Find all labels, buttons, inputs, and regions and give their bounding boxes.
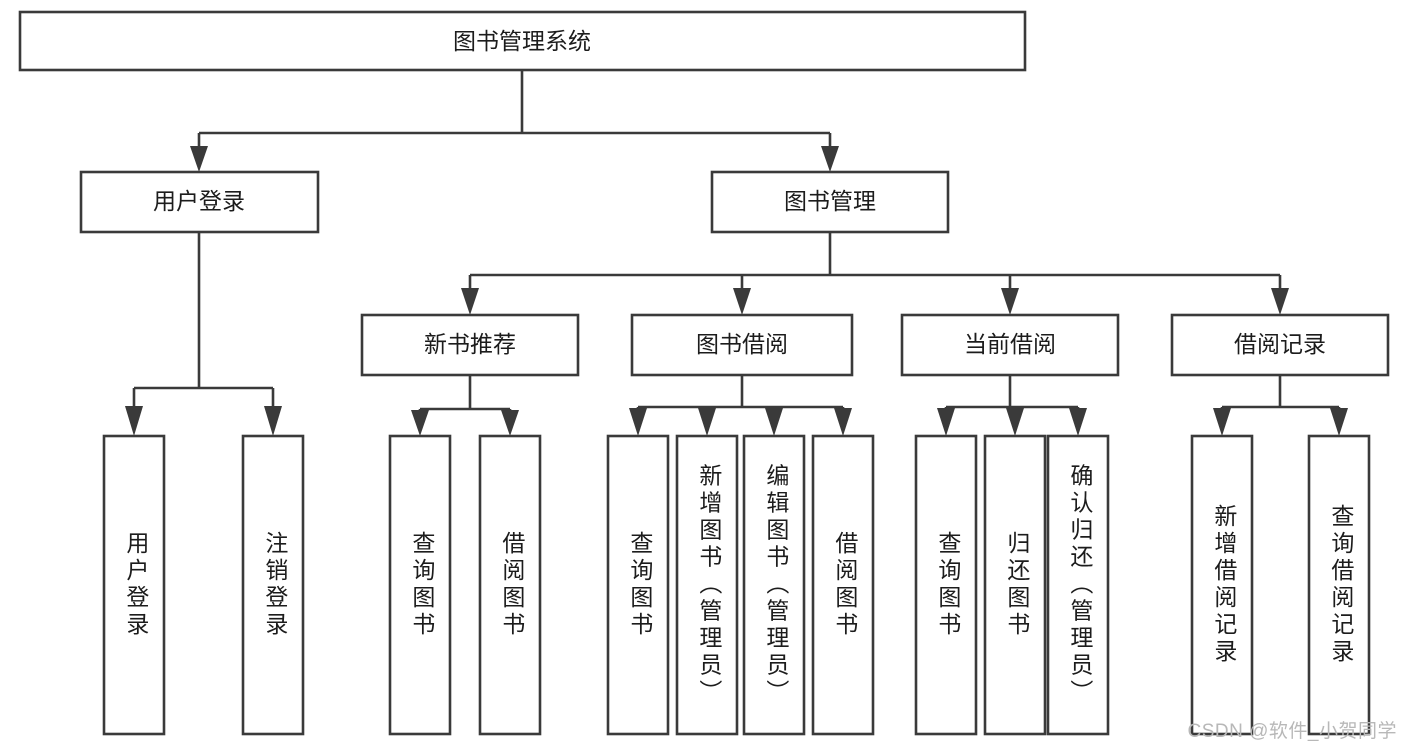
connector-group-new-book-recommend-to-leaves xyxy=(411,375,519,436)
node-borrow-record-box[interactable] xyxy=(1170,313,1390,377)
node-new-book-recommend-box[interactable] xyxy=(360,313,580,377)
leaf-edit-book-label: 编辑图书（管理员） xyxy=(763,464,790,707)
node-book-management-box[interactable] xyxy=(710,170,950,234)
connector-group-current-borrow-to-leaves xyxy=(937,375,1087,436)
node-user-login[interactable]: 用户登录 xyxy=(79,170,320,234)
arrow-head-borrow-record xyxy=(1271,288,1289,315)
node-new-book-recommend-label: 新书推荐 xyxy=(424,331,516,357)
connector-group-borrow-record-to-leaves xyxy=(1213,375,1348,436)
arrow-head-book-borrow xyxy=(733,288,751,315)
arrow-head-leaf-edit-book xyxy=(765,408,783,436)
node-user-login-box[interactable] xyxy=(79,170,320,234)
leaf-node-query-borrow-record[interactable]: 查询借阅记录 xyxy=(1307,434,1371,736)
leaf-query-book-3-box[interactable] xyxy=(914,434,978,736)
node-book-borrow[interactable]: 图书借阅 xyxy=(630,313,854,377)
arrow-head-leaf-query-book-1 xyxy=(411,410,429,436)
leaf-node-query-book-2[interactable]: 查询图书 xyxy=(606,434,670,736)
connector-group-book-borrow-to-leaves xyxy=(629,375,852,436)
arrow-head-current-borrow xyxy=(1001,288,1019,315)
arrow-head-leaf-query-book-2 xyxy=(629,408,647,436)
connector-group-root-to-level2 xyxy=(190,70,839,172)
arrow-head-user-login xyxy=(190,146,208,172)
leaf-node-user-login[interactable]: 用户登录 xyxy=(102,434,166,736)
leaf-query-book-2-label: 查询图书 xyxy=(627,531,654,639)
arrow-head-leaf-user-login xyxy=(125,406,143,436)
leaf-query-book-3-label: 查询图书 xyxy=(935,531,962,639)
leaf-edit-book-box[interactable] xyxy=(742,434,806,736)
arrow-head-leaf-return-book xyxy=(1006,408,1024,436)
leaf-node-logout-login[interactable]: 注销登录 xyxy=(241,434,305,736)
leaf-return-book-label: 归还图书 xyxy=(1004,531,1031,639)
connector-group-user-login-to-leaves xyxy=(125,232,282,436)
leaf-node-return-book[interactable]: 归还图书 xyxy=(983,434,1047,736)
leaf-query-borrow-record-label: 查询借阅记录 xyxy=(1328,504,1355,666)
leaf-user-login-label: 用户登录 xyxy=(123,531,150,639)
arrow-head-leaf-add-borrow-record xyxy=(1213,408,1231,436)
leaf-node-borrow-book-1[interactable]: 借阅图书 xyxy=(478,434,542,736)
arrow-head-leaf-borrow-book-2 xyxy=(834,408,852,436)
leaf-add-book-box[interactable] xyxy=(675,434,739,736)
node-book-borrow-box[interactable] xyxy=(630,313,854,377)
node-book-management-label: 图书管理 xyxy=(784,188,876,214)
leaf-borrow-book-1-box[interactable] xyxy=(478,434,542,736)
arrow-head-book-management xyxy=(821,146,839,172)
arrow-head-leaf-query-borrow-record xyxy=(1330,408,1348,436)
leaf-query-borrow-record-box[interactable] xyxy=(1307,434,1371,736)
leaf-node-confirm-return[interactable]: 确认归还（管理员） xyxy=(1046,434,1110,736)
node-borrow-record[interactable]: 借阅记录 xyxy=(1170,313,1390,377)
node-book-borrow-label: 图书借阅 xyxy=(696,331,788,357)
leaf-node-borrow-book-2[interactable]: 借阅图书 xyxy=(811,434,875,736)
leaf-add-book-label: 新增图书（管理员） xyxy=(696,464,723,707)
leaf-node-add-borrow-record[interactable]: 新增借阅记录 xyxy=(1190,434,1254,736)
leaf-logout-login-box[interactable] xyxy=(241,434,305,736)
leaf-node-query-book-3[interactable]: 查询图书 xyxy=(914,434,978,736)
arrow-head-leaf-query-book-3 xyxy=(937,408,955,436)
leaf-confirm-return-box[interactable] xyxy=(1046,434,1110,736)
leaf-query-book-2-box[interactable] xyxy=(606,434,670,736)
leaf-node-edit-book[interactable]: 编辑图书（管理员） xyxy=(742,434,806,736)
node-root-book-management-system[interactable]: 图书管理系统 xyxy=(18,10,1027,72)
leaf-query-book-1-label: 查询图书 xyxy=(409,531,436,639)
node-root-box[interactable] xyxy=(18,10,1027,72)
leaf-logout-login-label: 注销登录 xyxy=(262,531,289,639)
arrow-head-leaf-borrow-book-1 xyxy=(501,410,519,436)
arrow-head-leaf-logout-login xyxy=(264,406,282,436)
leaf-borrow-book-2-label: 借阅图书 xyxy=(832,531,859,639)
leaf-node-add-book[interactable]: 新增图书（管理员） xyxy=(675,434,739,736)
arrow-head-leaf-add-book xyxy=(698,408,716,436)
leaf-node-query-book-1[interactable]: 查询图书 xyxy=(388,434,452,736)
node-root-label: 图书管理系统 xyxy=(453,28,591,54)
node-new-book-recommend[interactable]: 新书推荐 xyxy=(360,313,580,377)
node-borrow-record-label: 借阅记录 xyxy=(1234,331,1326,357)
arrow-head-new-book-recommend xyxy=(461,288,479,315)
leaf-add-borrow-record-box[interactable] xyxy=(1190,434,1254,736)
leaf-borrow-book-2-box[interactable] xyxy=(811,434,875,736)
leaf-confirm-return-label: 确认归还（管理员） xyxy=(1067,464,1094,707)
leaf-return-book-box[interactable] xyxy=(983,434,1047,736)
leaf-user-login-box[interactable] xyxy=(102,434,166,736)
node-current-borrow-label: 当前借阅 xyxy=(964,331,1056,357)
leaf-borrow-book-1-label: 借阅图书 xyxy=(499,531,526,639)
node-current-borrow-box[interactable] xyxy=(900,313,1120,377)
leaf-query-book-1-box[interactable] xyxy=(388,434,452,736)
node-book-management[interactable]: 图书管理 xyxy=(710,170,950,234)
node-user-login-label: 用户登录 xyxy=(153,188,245,214)
arrow-head-leaf-confirm-return xyxy=(1069,408,1087,436)
node-current-borrow[interactable]: 当前借阅 xyxy=(900,313,1120,377)
leaf-add-borrow-record-label: 新增借阅记录 xyxy=(1211,504,1238,666)
connector-group-book-management-to-level3 xyxy=(461,232,1289,315)
